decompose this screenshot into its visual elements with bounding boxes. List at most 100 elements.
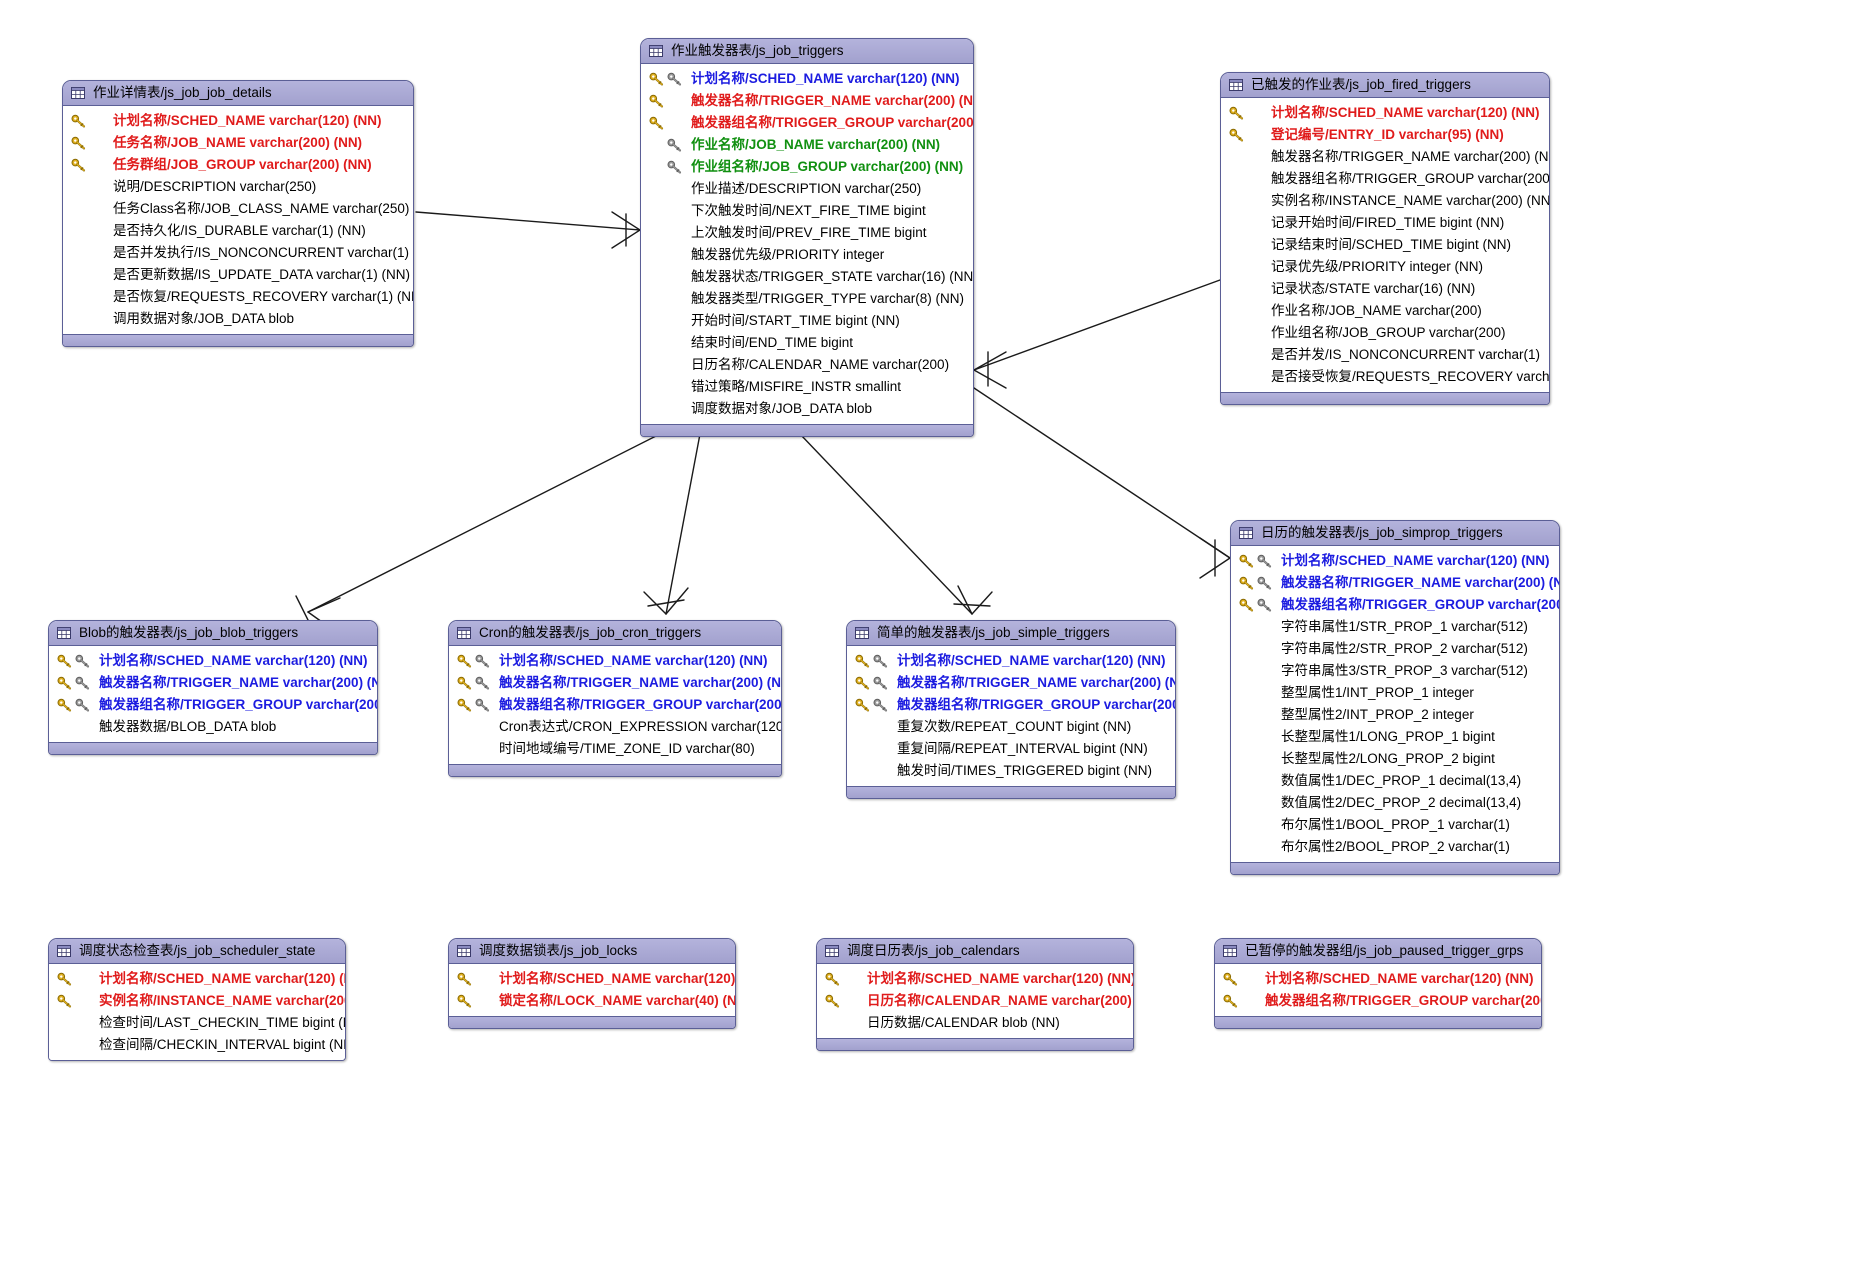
attribute-row[interactable]: 字符串属性3/STR_PROP_3 varchar(512) bbox=[1231, 660, 1559, 682]
attribute-row[interactable]: 计划名称/SCHED_NAME varchar(120) (NN) bbox=[1221, 102, 1549, 124]
attribute-row[interactable]: 记录开始时间/FIRED_TIME bigint (NN) bbox=[1221, 212, 1549, 234]
entity-header-job_simprop_triggers[interactable]: 日历的触发器表/js_job_simprop_triggers bbox=[1231, 521, 1559, 546]
entity-header-job_paused_trigger_grps[interactable]: 已暂停的触发器组/js_job_paused_trigger_grps bbox=[1215, 939, 1541, 964]
attribute-row[interactable]: 触发器组名称/TRIGGER_GROUP varchar(200) (NN) bbox=[1215, 990, 1541, 1012]
attribute-row[interactable]: 触发器状态/TRIGGER_STATE varchar(16) (NN) bbox=[641, 266, 973, 288]
attribute-row[interactable]: 作业组名称/JOB_GROUP varchar(200) bbox=[1221, 322, 1549, 344]
attribute-row[interactable]: 作业描述/DESCRIPTION varchar(250) bbox=[641, 178, 973, 200]
entity-header-job_locks[interactable]: 调度数据锁表/js_job_locks bbox=[449, 939, 735, 964]
attribute-row[interactable]: 任务群组/JOB_GROUP varchar(200) (NN) bbox=[63, 154, 413, 176]
attribute-row[interactable]: 触发器名称/TRIGGER_NAME varchar(200) (NN) bbox=[449, 672, 781, 694]
entity-header-job_calendars[interactable]: 调度日历表/js_job_calendars bbox=[817, 939, 1133, 964]
attribute-row[interactable]: 整型属性1/INT_PROP_1 integer bbox=[1231, 682, 1559, 704]
entity-job_fired_triggers[interactable]: 已触发的作业表/js_job_fired_triggers 计划名称/SCHED_… bbox=[1220, 72, 1550, 405]
entity-job_simprop_triggers[interactable]: 日历的触发器表/js_job_simprop_triggers 计划名称/SCHE… bbox=[1230, 520, 1560, 875]
attribute-row[interactable]: 是否恢复/REQUESTS_RECOVERY varchar(1) (NN) bbox=[63, 286, 413, 308]
entity-header-job_job_details[interactable]: 作业详情表/js_job_job_details bbox=[63, 81, 413, 106]
attribute-row[interactable]: 计划名称/SCHED_NAME varchar(120) (NN) bbox=[847, 650, 1175, 672]
entity-job_cron_triggers[interactable]: Cron的触发器表/js_job_cron_triggers 计划名称/SCHED… bbox=[448, 620, 782, 777]
entity-job_simple_triggers[interactable]: 简单的触发器表/js_job_simple_triggers 计划名称/SCHED… bbox=[846, 620, 1176, 799]
attribute-row[interactable]: 调度数据对象/JOB_DATA blob bbox=[641, 398, 973, 420]
attribute-row[interactable]: 是否持久化/IS_DURABLE varchar(1) (NN) bbox=[63, 220, 413, 242]
attribute-row[interactable]: 实例名称/INSTANCE_NAME varchar(200) (NN) bbox=[1221, 190, 1549, 212]
attribute-row[interactable]: 是否接受恢复/REQUESTS_RECOVERY varchar(1) bbox=[1221, 366, 1549, 388]
attribute-row[interactable]: 计划名称/SCHED_NAME varchar(120) (NN) bbox=[1231, 550, 1559, 572]
entity-job_calendars[interactable]: 调度日历表/js_job_calendars 计划名称/SCHED_NAME va… bbox=[816, 938, 1134, 1051]
attribute-row[interactable]: 字符串属性1/STR_PROP_1 varchar(512) bbox=[1231, 616, 1559, 638]
entity-header-job_fired_triggers[interactable]: 已触发的作业表/js_job_fired_triggers bbox=[1221, 73, 1549, 98]
attribute-row[interactable]: 检查时间/LAST_CHECKIN_TIME bigint (NN) bbox=[49, 1012, 345, 1034]
attribute-row[interactable]: 计划名称/SCHED_NAME varchar(120) (NN) bbox=[1215, 968, 1541, 990]
attribute-row[interactable]: 记录优先级/PRIORITY integer (NN) bbox=[1221, 256, 1549, 278]
attribute-row[interactable]: 计划名称/SCHED_NAME varchar(120) (NN) bbox=[817, 968, 1133, 990]
attribute-row[interactable]: 布尔属性1/BOOL_PROP_1 varchar(1) bbox=[1231, 814, 1559, 836]
attribute-row[interactable]: 触发器组名称/TRIGGER_GROUP varchar(200) (NN) bbox=[49, 694, 377, 716]
attribute-row[interactable]: 计划名称/SCHED_NAME varchar(120) (NN) bbox=[63, 110, 413, 132]
attribute-row[interactable]: 数值属性2/DEC_PROP_2 decimal(13,4) bbox=[1231, 792, 1559, 814]
attribute-row[interactable]: 日历数据/CALENDAR blob (NN) bbox=[817, 1012, 1133, 1034]
attribute-row[interactable]: 计划名称/SCHED_NAME varchar(120) (NN) bbox=[449, 968, 735, 990]
entity-job_blob_triggers[interactable]: Blob的触发器表/js_job_blob_triggers 计划名称/SCHED… bbox=[48, 620, 378, 755]
attribute-row[interactable]: 重复间隔/REPEAT_INTERVAL bigint (NN) bbox=[847, 738, 1175, 760]
attribute-row[interactable]: 触发器名称/TRIGGER_NAME varchar(200) (NN) bbox=[1221, 146, 1549, 168]
attribute-row[interactable]: 作业名称/JOB_NAME varchar(200) bbox=[1221, 300, 1549, 322]
attribute-row[interactable]: 重复次数/REPEAT_COUNT bigint (NN) bbox=[847, 716, 1175, 738]
entity-header-job_simple_triggers[interactable]: 简单的触发器表/js_job_simple_triggers bbox=[847, 621, 1175, 646]
attribute-row[interactable]: 长整型属性1/LONG_PROP_1 bigint bbox=[1231, 726, 1559, 748]
entity-header-job_scheduler_state[interactable]: 调度状态检查表/js_job_scheduler_state bbox=[49, 939, 345, 964]
attribute-row[interactable]: 计划名称/SCHED_NAME varchar(120) (NN) bbox=[49, 650, 377, 672]
attribute-row[interactable]: 触发器组名称/TRIGGER_GROUP varchar(200) (NN) bbox=[449, 694, 781, 716]
attribute-row[interactable]: 触发器名称/TRIGGER_NAME varchar(200) (NN) bbox=[847, 672, 1175, 694]
attribute-row[interactable]: 作业名称/JOB_NAME varchar(200) (NN) bbox=[641, 134, 973, 156]
attribute-row[interactable]: 是否并发/IS_NONCONCURRENT varchar(1) bbox=[1221, 344, 1549, 366]
attribute-row[interactable]: 登记编号/ENTRY_ID varchar(95) (NN) bbox=[1221, 124, 1549, 146]
attribute-row[interactable]: 触发器名称/TRIGGER_NAME varchar(200) (NN) bbox=[641, 90, 973, 112]
attribute-row[interactable]: 开始时间/START_TIME bigint (NN) bbox=[641, 310, 973, 332]
attribute-row[interactable]: 触发器组名称/TRIGGER_GROUP varchar(200) (NN) bbox=[1221, 168, 1549, 190]
attribute-row[interactable]: 结束时间/END_TIME bigint bbox=[641, 332, 973, 354]
attribute-row[interactable]: 触发时间/TIMES_TRIGGERED bigint (NN) bbox=[847, 760, 1175, 782]
attribute-row[interactable]: 触发器名称/TRIGGER_NAME varchar(200) (NN) bbox=[49, 672, 377, 694]
entity-job_triggers[interactable]: 作业触发器表/js_job_triggers 计划名称/SCHED_NAME va… bbox=[640, 38, 974, 437]
attribute-row[interactable]: 实例名称/INSTANCE_NAME varchar(200) (NN) bbox=[49, 990, 345, 1012]
attribute-row[interactable]: 是否并发执行/IS_NONCONCURRENT varchar(1) (NN) bbox=[63, 242, 413, 264]
attribute-row[interactable]: 触发器类型/TRIGGER_TYPE varchar(8) (NN) bbox=[641, 288, 973, 310]
attribute-row[interactable]: 触发器名称/TRIGGER_NAME varchar(200) (NN) bbox=[1231, 572, 1559, 594]
attribute-row[interactable]: 记录结束时间/SCHED_TIME bigint (NN) bbox=[1221, 234, 1549, 256]
attribute-row[interactable]: 错过策略/MISFIRE_INSTR smallint bbox=[641, 376, 973, 398]
entity-job_scheduler_state[interactable]: 调度状态检查表/js_job_scheduler_state 计划名称/SCHED… bbox=[48, 938, 346, 1061]
attribute-row[interactable]: 时间地域编号/TIME_ZONE_ID varchar(80) bbox=[449, 738, 781, 760]
attribute-row[interactable]: 整型属性2/INT_PROP_2 integer bbox=[1231, 704, 1559, 726]
attribute-row[interactable]: 锁定名称/LOCK_NAME varchar(40) (NN) bbox=[449, 990, 735, 1012]
attribute-row[interactable]: Cron表达式/CRON_EXPRESSION varchar(120) (NN… bbox=[449, 716, 781, 738]
entity-header-job_triggers[interactable]: 作业触发器表/js_job_triggers bbox=[641, 39, 973, 64]
entity-header-job_blob_triggers[interactable]: Blob的触发器表/js_job_blob_triggers bbox=[49, 621, 377, 646]
attribute-row[interactable]: 触发器优先级/PRIORITY integer bbox=[641, 244, 973, 266]
attribute-row[interactable]: 触发器组名称/TRIGGER_GROUP varchar(200) (NN) bbox=[641, 112, 973, 134]
attribute-row[interactable]: 长整型属性2/LONG_PROP_2 bigint bbox=[1231, 748, 1559, 770]
attribute-row[interactable]: 计划名称/SCHED_NAME varchar(120) (NN) bbox=[641, 68, 973, 90]
attribute-row[interactable]: 数值属性1/DEC_PROP_1 decimal(13,4) bbox=[1231, 770, 1559, 792]
attribute-row[interactable]: 作业组名称/JOB_GROUP varchar(200) (NN) bbox=[641, 156, 973, 178]
entity-job_locks[interactable]: 调度数据锁表/js_job_locks 计划名称/SCHED_NAME varch… bbox=[448, 938, 736, 1029]
entity-job_paused_trigger_grps[interactable]: 已暂停的触发器组/js_job_paused_trigger_grps 计划名称/… bbox=[1214, 938, 1542, 1029]
entity-job_job_details[interactable]: 作业详情表/js_job_job_details 计划名称/SCHED_NAME … bbox=[62, 80, 414, 347]
attribute-row[interactable]: 调用数据对象/JOB_DATA blob bbox=[63, 308, 413, 330]
attribute-row[interactable]: 字符串属性2/STR_PROP_2 varchar(512) bbox=[1231, 638, 1559, 660]
attribute-row[interactable]: 任务Class名称/JOB_CLASS_NAME varchar(250) (N… bbox=[63, 198, 413, 220]
attribute-row[interactable]: 触发器数据/BLOB_DATA blob bbox=[49, 716, 377, 738]
attribute-row[interactable]: 下次触发时间/NEXT_FIRE_TIME bigint bbox=[641, 200, 973, 222]
attribute-row[interactable]: 任务名称/JOB_NAME varchar(200) (NN) bbox=[63, 132, 413, 154]
attribute-row[interactable]: 计划名称/SCHED_NAME varchar(120) (NN) bbox=[49, 968, 345, 990]
attribute-row[interactable]: 触发器组名称/TRIGGER_GROUP varchar(200) (NN) bbox=[847, 694, 1175, 716]
attribute-row[interactable]: 上次触发时间/PREV_FIRE_TIME bigint bbox=[641, 222, 973, 244]
attribute-row[interactable]: 记录状态/STATE varchar(16) (NN) bbox=[1221, 278, 1549, 300]
attribute-row[interactable]: 是否更新数据/IS_UPDATE_DATA varchar(1) (NN) bbox=[63, 264, 413, 286]
attribute-row[interactable]: 日历名称/CALENDAR_NAME varchar(200) bbox=[641, 354, 973, 376]
attribute-row[interactable]: 检查间隔/CHECKIN_INTERVAL bigint (NN) bbox=[49, 1034, 345, 1056]
attribute-row[interactable]: 日历名称/CALENDAR_NAME varchar(200) (NN) bbox=[817, 990, 1133, 1012]
attribute-row[interactable]: 布尔属性2/BOOL_PROP_2 varchar(1) bbox=[1231, 836, 1559, 858]
entity-header-job_cron_triggers[interactable]: Cron的触发器表/js_job_cron_triggers bbox=[449, 621, 781, 646]
attribute-row[interactable]: 说明/DESCRIPTION varchar(250) bbox=[63, 176, 413, 198]
attribute-row[interactable]: 计划名称/SCHED_NAME varchar(120) (NN) bbox=[449, 650, 781, 672]
